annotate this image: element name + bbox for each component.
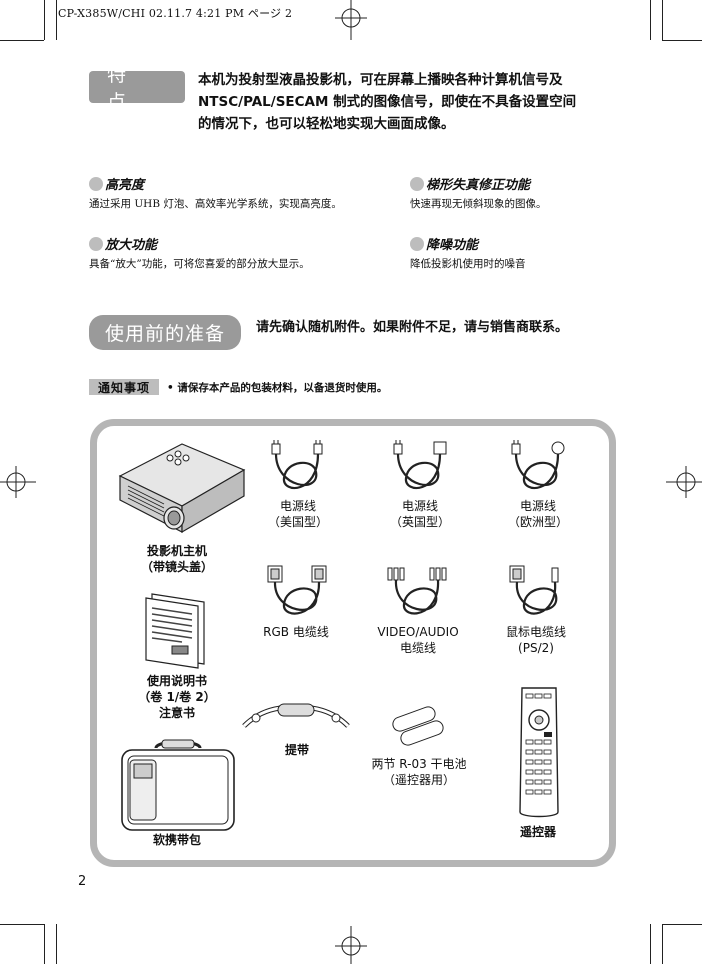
preparation-text: 请先确认随机附件。如果附件不足，请与销售商联系。 (256, 320, 569, 335)
label-line: （美国型） (267, 515, 329, 529)
label-line: 电缆线 (399, 641, 436, 655)
batteries-label: 两节 R-03 干电池 （遥控器用） (371, 756, 466, 788)
feature-keystone: 梯形失真修正功能 快速再现无倾斜现象的图像。 (410, 174, 547, 211)
power-cord-eu-icon (511, 440, 565, 490)
label-line: 软携带包 (152, 833, 202, 847)
registration-mark-bottom (335, 926, 367, 964)
feature-desc: 降低投影机使用时的噪音 (410, 258, 526, 270)
mouse-cable-label: 鼠标电缆线 (PS/2) (506, 624, 566, 656)
label-line: （遥控器用） (382, 773, 455, 787)
preparation-label: 使用前的准备 (89, 315, 241, 350)
notice-text: • 请保存本产品的包装材料，以备退货时使用。 (167, 382, 388, 394)
soft-case-label: 软携带包 (153, 832, 201, 848)
label-line: 两节 R-03 干电池 (371, 757, 467, 771)
feature-high-brightness: 高亮度 通过采用 UHB 灯泡、高效率光学系统，实现高亮度。 (89, 174, 342, 211)
label-line: 注意书 (158, 706, 196, 720)
feature-desc: 具备“放大”功能，可将您喜爱的部分放大显示。 (89, 258, 310, 270)
label-line: 遥控器 (519, 825, 557, 839)
label-line: （带镜头盖） (140, 560, 214, 574)
intro-line: 的情况下，也可以轻松地实现大画面成像。 (198, 116, 455, 132)
bullet-dot (410, 176, 424, 191)
label-line: 电源线 (279, 499, 317, 513)
bullet-dot (410, 236, 424, 251)
label-line: 使用说明书 (146, 674, 208, 688)
remote-control-icon (519, 687, 559, 818)
video-audio-cable-icon (387, 567, 447, 615)
label-line: 鼠标电缆线 (505, 625, 567, 639)
power-cord-us-label: 电源线 （美国型） (268, 498, 328, 530)
intro-line: NTSC/PAL/SECAM 制式的图像信号，即使在不具备设置空间 (198, 94, 577, 110)
feature-title: 放大功能 (105, 238, 158, 253)
bullet-dot (89, 176, 103, 191)
page-number: 2 (78, 874, 87, 889)
feature-desc: 通过采用 UHB 灯泡、高效率光学系统，实现高亮度。 (89, 198, 342, 210)
features-label: 特 点 (89, 64, 185, 113)
label-line: （卷 1/卷 2） (138, 690, 216, 704)
label-line: VIDEO/AUDIO (377, 625, 459, 639)
notice-label: 通知事项 (89, 379, 159, 395)
label-line: 电源线 (401, 499, 439, 513)
label-line: 提带 (284, 743, 310, 757)
label-line: 投影机主机 (146, 544, 208, 558)
registration-mark-left (0, 466, 36, 498)
mouse-cable-icon (509, 565, 559, 615)
registration-mark-top (335, 0, 367, 40)
intro-line: 本机为投射型液晶投影机，可在屏幕上播映各种计算机信号及 (198, 72, 563, 88)
feature-noise-reduction: 降噪功能 降低投影机使用时的噪音 (410, 234, 526, 271)
power-cord-uk-label: 电源线 （英国型） (390, 498, 450, 530)
accessories-panel (90, 419, 616, 867)
label-line: （欧洲型） (507, 515, 569, 529)
projector-label: 投影机主机 （带镜头盖） (141, 543, 213, 575)
registration-mark-right (666, 466, 702, 498)
feature-desc: 快速再现无倾斜现象的图像。 (410, 198, 547, 210)
label-line: RGB 电缆线 (263, 625, 329, 639)
label-line: （英国型） (389, 515, 451, 529)
manual-label: 使用说明书 （卷 1/卷 2） 注意书 (138, 673, 215, 721)
rgb-cable-icon (267, 565, 327, 615)
video-audio-cable-label: VIDEO/AUDIO 电缆线 (377, 624, 458, 656)
print-header: CP-X385W/CHI 02.11.7 4:21 PM ページ 2 (58, 7, 293, 20)
bullet-dot (89, 236, 103, 251)
strap-icon (242, 703, 350, 728)
feature-title: 高亮度 (105, 178, 145, 193)
label-line: 电源线 (519, 499, 557, 513)
features-intro: 本机为投射型液晶投影机，可在屏幕上播映各种计算机信号及 NTSC/PAL/SEC… (198, 69, 608, 135)
soft-case-icon (121, 739, 235, 831)
rgb-cable-label: RGB 电缆线 (263, 624, 329, 640)
projector-icon (118, 443, 246, 534)
batteries-icon (392, 706, 444, 746)
power-cord-eu-label: 电源线 （欧洲型） (508, 498, 568, 530)
power-cord-uk-icon (393, 440, 447, 490)
label-line: (PS/2) (518, 641, 554, 655)
manual-icon (145, 593, 205, 669)
feature-magnify: 放大功能 具备“放大”功能，可将您喜爱的部分放大显示。 (89, 234, 310, 271)
feature-title: 梯形失真修正功能 (426, 178, 531, 193)
remote-control-label: 遥控器 (520, 824, 556, 840)
strap-label: 提带 (285, 742, 309, 758)
feature-title: 降噪功能 (426, 238, 479, 253)
power-cord-us-icon (271, 440, 323, 490)
